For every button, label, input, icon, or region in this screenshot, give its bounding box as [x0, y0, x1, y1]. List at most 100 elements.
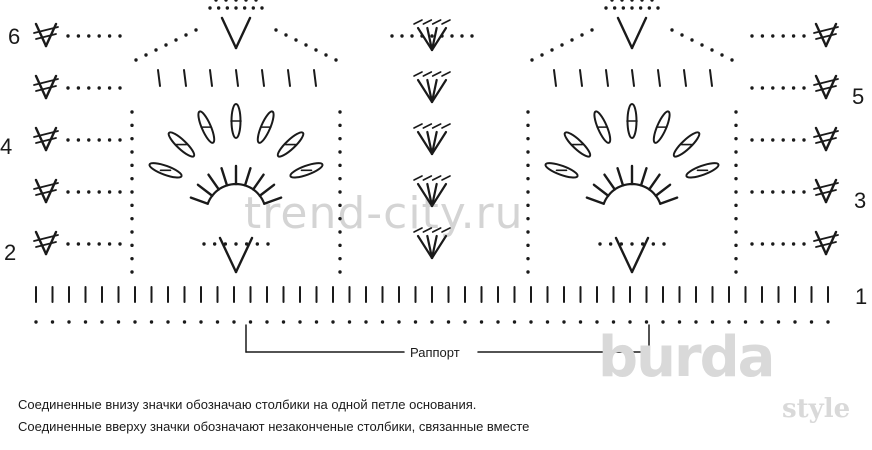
top-tick: [579, 69, 583, 87]
side-crossbar: [813, 234, 839, 242]
dc-cluster-stroke: [416, 130, 434, 156]
shell-stitch-stroke: [262, 196, 283, 205]
chain-stitch-dot: [430, 320, 434, 324]
chain-stitch-dot: [66, 138, 70, 142]
chain-stitch-dot: [710, 320, 715, 324]
dc-crossbar: [431, 71, 442, 77]
chain-stitch-dot: [826, 320, 830, 324]
chain-stitch-dot: [802, 190, 806, 194]
chain-stitch-dot: [76, 190, 81, 194]
chain-stitch-dot: [640, 242, 645, 246]
side-stitch-stroke: [34, 178, 48, 204]
chain-stitch-dot: [338, 230, 342, 234]
dc-cluster-stroke: [426, 130, 434, 156]
chain-stitch-dot: [87, 138, 91, 142]
chain-stitch-dot: [281, 320, 286, 324]
chain-stitch-dot: [630, 242, 634, 246]
chain-stitch-dot: [526, 176, 530, 181]
chain-stitch-dot: [760, 242, 765, 246]
dc-crossbar: [441, 71, 451, 77]
shell-arc: [206, 182, 266, 205]
chain-stitch-dot: [791, 242, 796, 246]
chain-stitch-dot: [760, 190, 765, 194]
chain-stitch-dot: [202, 242, 206, 246]
chain-stitch-dot: [526, 270, 530, 274]
chain-stitch-dot: [130, 136, 134, 141]
row-number-5: 5: [852, 84, 865, 109]
chain-stitch-dot: [76, 86, 81, 90]
chain-stitch-dot: [750, 190, 754, 194]
chain-stitch-dot: [118, 190, 122, 194]
chain-stitch-dot: [720, 53, 724, 57]
puff-stitch: [672, 131, 701, 158]
chain-stitch-dot: [529, 320, 533, 324]
side-crossbar: [815, 85, 837, 92]
chain-stitch-dot: [199, 320, 203, 324]
chain-stitch-dot: [610, 0, 614, 2]
chain-stitch-dot: [234, 0, 238, 2]
dc-crossbar: [422, 227, 433, 233]
chain-stitch-dot: [791, 34, 796, 38]
chain-stitch-dot: [130, 110, 134, 114]
chain-stitch-dot: [809, 320, 814, 324]
chain-stitch-dot: [450, 34, 454, 38]
chain-stitch-dot: [107, 138, 112, 142]
side-crossbar: [35, 241, 57, 248]
chain-stitch-dot: [130, 243, 134, 248]
chain-stitch-dot: [338, 163, 342, 168]
chain-stitch-dot: [781, 190, 785, 194]
chain-stitch-dot: [66, 34, 70, 38]
dc-crossbar: [441, 175, 451, 181]
chain-stitch-dot: [234, 6, 238, 10]
top-tick: [553, 69, 557, 87]
shell-stitch-stroke: [639, 167, 648, 187]
chain-stitch-dot: [526, 243, 530, 248]
chain-stitch-dot: [66, 190, 70, 194]
chain-stitch-dot: [338, 176, 342, 181]
chain-stitch-dot: [781, 86, 785, 90]
side-crossbar: [35, 137, 57, 144]
repeat-label: Раппорт: [406, 345, 464, 360]
top-tick: [313, 69, 317, 87]
chain-stitch-dot: [662, 242, 666, 246]
burda-logo: burda: [598, 325, 775, 390]
chain-stitch-dot: [34, 320, 38, 324]
chain-stitch-dot: [545, 320, 550, 324]
chain-stitch-dot: [107, 242, 112, 246]
chain-stitch-dot: [130, 163, 134, 168]
chain-stitch-dot: [734, 203, 738, 208]
chain-stitch-dot: [413, 320, 418, 324]
side-stitch-stroke: [814, 126, 828, 152]
chain-stitch-dot: [598, 242, 602, 246]
chain-stitch-dot: [97, 242, 101, 246]
dc-stroke: [616, 16, 634, 50]
chain-stitch-dot: [97, 190, 101, 194]
top-tick: [683, 69, 687, 87]
chain-stitch-dot: [750, 242, 754, 246]
chain-stitch-dot: [400, 34, 404, 38]
chain-stitch-dot: [526, 150, 530, 154]
chain-stitch-dot: [66, 242, 70, 246]
chain-stitch-dot: [251, 6, 256, 10]
side-crossbar: [813, 182, 839, 190]
chain-stitch-dot: [791, 138, 796, 142]
chain-stitch-dot: [694, 320, 698, 324]
top-tick: [209, 69, 213, 87]
shell-stitch-stroke: [648, 173, 661, 191]
chain-stitch-dot: [118, 34, 122, 38]
chain-stitch-dot: [347, 320, 352, 324]
dc-cluster-stroke: [430, 130, 438, 156]
chain-stitch-dot: [107, 86, 112, 90]
chain-stitch-dot: [781, 138, 785, 142]
chain-stitch-dot: [700, 43, 704, 47]
chain-stitch-dot: [590, 28, 594, 32]
chain-stitch-dot: [130, 256, 134, 261]
chain-stitch-dot: [644, 320, 649, 324]
chain-stitch-dot: [791, 86, 796, 90]
dc-cluster-stroke: [416, 78, 434, 104]
chain-stitch-dot: [284, 33, 288, 37]
chain-stitch-dot: [540, 53, 544, 57]
puff-stitch: [544, 162, 579, 179]
chain-stitch-dot: [750, 86, 754, 90]
chain-stitch-dot: [470, 34, 474, 38]
